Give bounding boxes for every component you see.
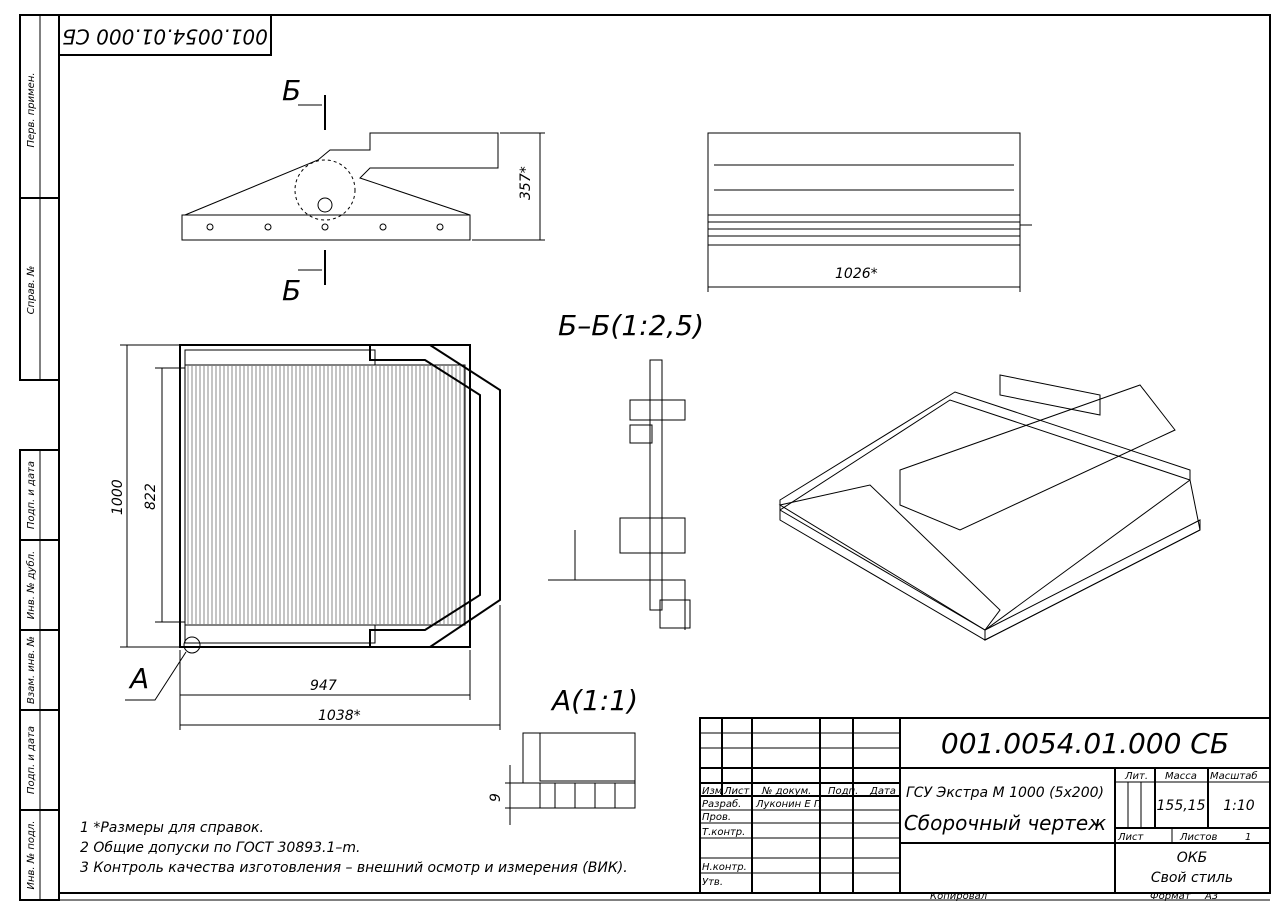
- strip-label: Инв. № дубл.: [25, 551, 37, 619]
- plan-view: 1000 822 947 1038* А: [110, 344, 501, 730]
- detail-view: А(1:1) 9: [488, 684, 638, 825]
- document-type: Сборочный чертеж: [904, 811, 1106, 835]
- side-view: Б Б 357*: [181, 74, 545, 307]
- sheets-value: 1: [1245, 832, 1251, 843]
- side-strip: Перв. примен. Справ. № Подп. и дата Инв.…: [19, 14, 60, 901]
- product-name: ГСУ Экстра М 1000 (5х200): [906, 785, 1104, 801]
- strip-label: Взам. инв. №: [26, 636, 37, 704]
- dim-detail-height: 9: [488, 793, 504, 802]
- mirrored-code-box: [58, 14, 272, 56]
- sheet-frame: [58, 14, 1271, 894]
- header-izm: Изм: [702, 786, 723, 797]
- role-developer: Разраб.: [702, 798, 741, 810]
- title-block: 001.0054.01.000 СБ ГСУ Экстра М 1000 (5х…: [699, 717, 1271, 894]
- strip-label: Подп. и дата: [26, 461, 37, 529]
- isometric-view: [778, 374, 1201, 641]
- mass-label: Масса: [1165, 771, 1197, 782]
- detail-mark: А: [128, 662, 149, 695]
- section-view: Б–Б(1:2,5): [548, 309, 704, 630]
- lit-label: Лит.: [1124, 771, 1148, 782]
- scale-value: 1:10: [1223, 798, 1255, 814]
- front-view: 1026*: [707, 132, 1032, 292]
- header-doc: № докум.: [761, 786, 811, 797]
- developer-name: Лyконин Е П: [755, 799, 822, 810]
- org-line2: Свой стиль: [1151, 870, 1233, 886]
- drawing-code: 001.0054.01.000 СБ: [941, 727, 1229, 760]
- role-approver: Утв.: [702, 877, 723, 888]
- note: 3 Контроль качества изготовления – внешн…: [80, 860, 628, 876]
- strip-label: Подп. и дата: [26, 726, 37, 794]
- notes: 1 *Размеры для справок. 2 Общие допуски …: [80, 820, 628, 876]
- sheet-label: Лист: [1117, 832, 1145, 843]
- mass-value: 155,15: [1157, 798, 1206, 814]
- section-title: Б–Б(1:2,5): [558, 309, 704, 342]
- dim-plan-height: 1000: [110, 479, 126, 515]
- format-value: A3: [1204, 891, 1218, 902]
- mirrored-code: 001.0054.01.000 СБ: [62, 25, 268, 49]
- header-sign: Подп.: [828, 786, 858, 797]
- dim-plan-inner-height: 822: [143, 483, 159, 510]
- header-date: Дата: [869, 786, 896, 797]
- dim-plan-inner-width: 947: [310, 678, 337, 694]
- dim-side-height: 357*: [518, 166, 534, 200]
- detail-title: А(1:1): [550, 684, 638, 717]
- note: 1 *Размеры для справок.: [80, 820, 264, 836]
- sheets-label: Листов: [1179, 832, 1217, 843]
- org-line1: ОКБ: [1177, 850, 1208, 866]
- header-list: Лист: [723, 786, 751, 797]
- role-tech-control: Т.контр.: [702, 827, 745, 838]
- format-label: Формат: [1150, 891, 1192, 902]
- note: 2 Общие допуски по ГОСТ 30893.1–m.: [80, 840, 361, 856]
- strip-label: Перв. примен.: [26, 72, 37, 147]
- role-checker: Пров.: [702, 812, 731, 823]
- role-norm-control: Н.контр.: [702, 862, 747, 873]
- strip-label: Справ. №: [26, 266, 37, 315]
- section-mark-top: Б: [282, 74, 301, 107]
- strip-label: Инв. № подл.: [26, 821, 37, 890]
- dim-plan-width: 1038*: [318, 708, 361, 724]
- dim-front-width: 1026*: [835, 266, 878, 282]
- scale-label: Масштаб: [1210, 770, 1258, 782]
- copied-label: Копировал: [930, 891, 988, 902]
- section-mark-bottom: Б: [282, 274, 301, 307]
